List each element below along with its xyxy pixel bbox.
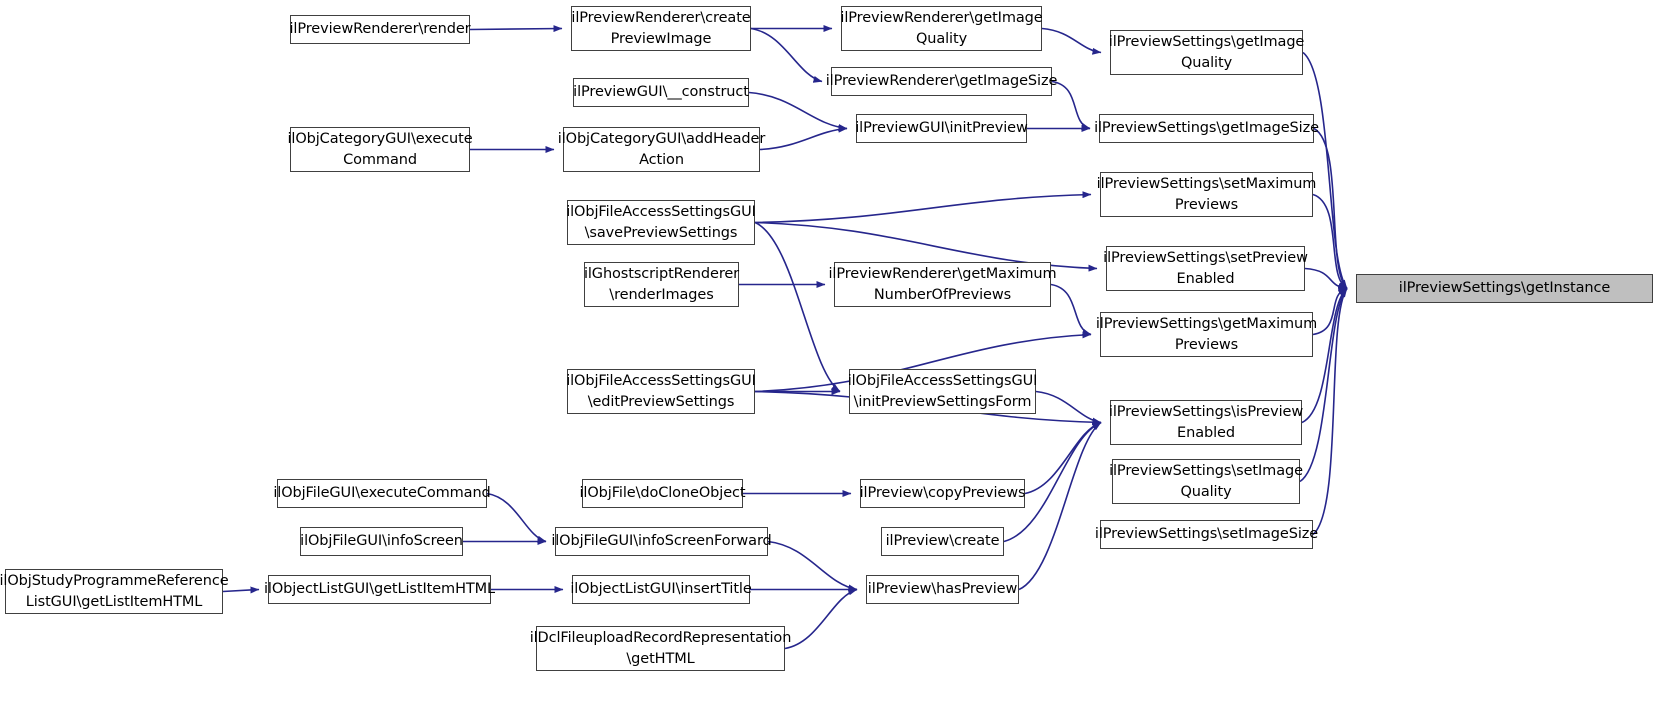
graph-edge bbox=[759, 125, 848, 151]
graph-node[interactable]: ilObjFileAccessSettingsGUI \savePreviewS… bbox=[566, 200, 756, 245]
graph-node[interactable]: ilPreviewSettings\setPreview Enabled bbox=[1103, 246, 1308, 291]
graph-edge bbox=[1051, 80, 1091, 130]
graph-node[interactable]: ilObjFileGUI\infoScreen bbox=[300, 527, 463, 556]
graph-node[interactable]: ilObjFileGUI\executeCommand bbox=[273, 479, 491, 508]
graph-edge bbox=[1312, 287, 1348, 336]
graph-edge bbox=[486, 492, 547, 543]
graph-edge bbox=[1312, 193, 1348, 290]
graph-node[interactable]: ilObjFileGUI\infoScreenForward bbox=[551, 527, 772, 556]
graph-node[interactable]: ilPreviewSettings\isPreview Enabled bbox=[1109, 400, 1303, 445]
graph-node[interactable]: ilPreviewSettings\getMaximum Previews bbox=[1096, 312, 1317, 357]
graph-node[interactable]: ilPreviewRenderer\getMaximum NumberOfPre… bbox=[828, 262, 1057, 307]
graph-edge bbox=[784, 588, 858, 650]
graph-node[interactable]: ilObjFileAccessSettingsGUI \initPreviewS… bbox=[848, 369, 1037, 414]
graph-edge bbox=[748, 91, 848, 131]
graph-node[interactable]: ilPreview\create bbox=[881, 527, 1004, 556]
graph-edge bbox=[1035, 390, 1102, 425]
graph-edge bbox=[767, 540, 858, 592]
graph-node[interactable]: ilPreviewGUI\initPreview bbox=[855, 114, 1028, 143]
graph-edge bbox=[1050, 283, 1092, 336]
graph-edge bbox=[1312, 288, 1348, 536]
graph-node[interactable]: ilPreviewSettings\getImage Quality bbox=[1109, 30, 1304, 75]
graph-node[interactable]: ilObjectListGUI\getListItemHTML bbox=[264, 575, 495, 604]
graph-node[interactable]: ilPreviewRenderer\getImage Quality bbox=[840, 6, 1043, 51]
graph-node[interactable]: ilPreviewSettings\setMaximum Previews bbox=[1097, 172, 1316, 217]
graph-node[interactable]: ilObjStudyProgrammeReference ListGUI\get… bbox=[0, 569, 229, 614]
graph-node[interactable]: ilPreviewSettings\setImage Quality bbox=[1109, 459, 1303, 504]
graph-node[interactable]: ilPreviewSettings\getImageSize bbox=[1094, 114, 1319, 143]
graph-edge bbox=[750, 27, 823, 83]
graph-edge bbox=[1304, 267, 1348, 291]
graph-node[interactable]: ilObjectListGUI\insertTitle bbox=[570, 575, 752, 604]
graph-node[interactable]: ilPreviewSettings\getInstance bbox=[1356, 274, 1653, 303]
graph-node[interactable]: ilPreviewGUI\__construct bbox=[573, 78, 749, 107]
graph-edge bbox=[1302, 51, 1348, 289]
graph-edge bbox=[754, 221, 841, 393]
graph-node[interactable]: ilObjFile\doCloneObject bbox=[580, 479, 746, 508]
graph-node[interactable]: ilPreviewSettings\setImageSize bbox=[1095, 520, 1318, 549]
graph-node[interactable]: ilObjCategoryGUI\addHeader Action bbox=[558, 127, 765, 172]
graph-node[interactable]: ilPreviewRenderer\getImageSize bbox=[826, 67, 1057, 96]
graph-node[interactable]: ilPreviewRenderer\create PreviewImage bbox=[571, 6, 751, 51]
graph-node[interactable]: ilObjCategoryGUI\execute Command bbox=[287, 127, 473, 172]
graph-edge bbox=[1041, 27, 1102, 55]
graph-node[interactable]: ilPreview\hasPreview bbox=[866, 575, 1019, 604]
graph-edge bbox=[1024, 421, 1102, 495]
graph-edge bbox=[1018, 421, 1102, 591]
graph-edge bbox=[469, 25, 563, 33]
graph-node[interactable]: ilPreview\copyPreviews bbox=[860, 479, 1026, 508]
graph-node[interactable]: ilDclFileuploadRecordRepresentation \get… bbox=[530, 626, 791, 671]
graph-node[interactable]: ilPreviewRenderer\render bbox=[290, 15, 471, 44]
graph-edge bbox=[1313, 127, 1348, 290]
graph-node[interactable]: ilGhostscriptRenderer \renderImages bbox=[584, 262, 739, 307]
graph-node[interactable]: ilObjFileAccessSettingsGUI \editPreviewS… bbox=[566, 369, 756, 414]
graph-edge bbox=[754, 191, 1092, 224]
